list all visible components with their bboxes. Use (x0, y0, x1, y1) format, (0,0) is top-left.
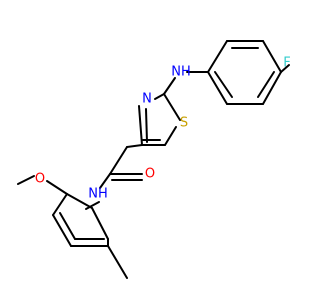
bond (91, 207, 109, 240)
atom-label-s-thiazole: S (180, 116, 188, 131)
bond (109, 146, 128, 175)
atom-label-nh-top: NH (171, 65, 191, 80)
atom-label-n-thiazole: N (142, 92, 152, 107)
bond (99, 173, 111, 189)
bond (164, 126, 177, 146)
bond (107, 245, 128, 279)
bond (163, 93, 181, 121)
bond (17, 175, 35, 185)
atom-label-o-carbonyl: O (145, 167, 155, 182)
bond (52, 193, 68, 216)
bond (214, 71, 233, 98)
bond (163, 77, 176, 95)
atom-label-nh-amide: NH (88, 187, 108, 202)
bond (52, 214, 72, 247)
atom-label-o-methoxy: O (35, 172, 45, 187)
bond (262, 71, 282, 105)
atom-labels: NH N S O NH O F (35, 56, 291, 202)
bond (46, 180, 68, 195)
bond (207, 40, 228, 73)
bonds (17, 40, 290, 279)
bond (145, 108, 148, 143)
bond (280, 64, 290, 73)
chemical-structure-diagram: NH N S O NH O F (17, 40, 291, 279)
atom-label-f: F (283, 56, 290, 71)
bond (85, 201, 100, 210)
bond (59, 212, 76, 240)
bond (138, 105, 143, 146)
bond (66, 193, 93, 209)
bond (207, 71, 228, 105)
bond (262, 40, 282, 73)
bond (126, 144, 143, 148)
bond (257, 71, 275, 98)
bond (154, 93, 165, 100)
